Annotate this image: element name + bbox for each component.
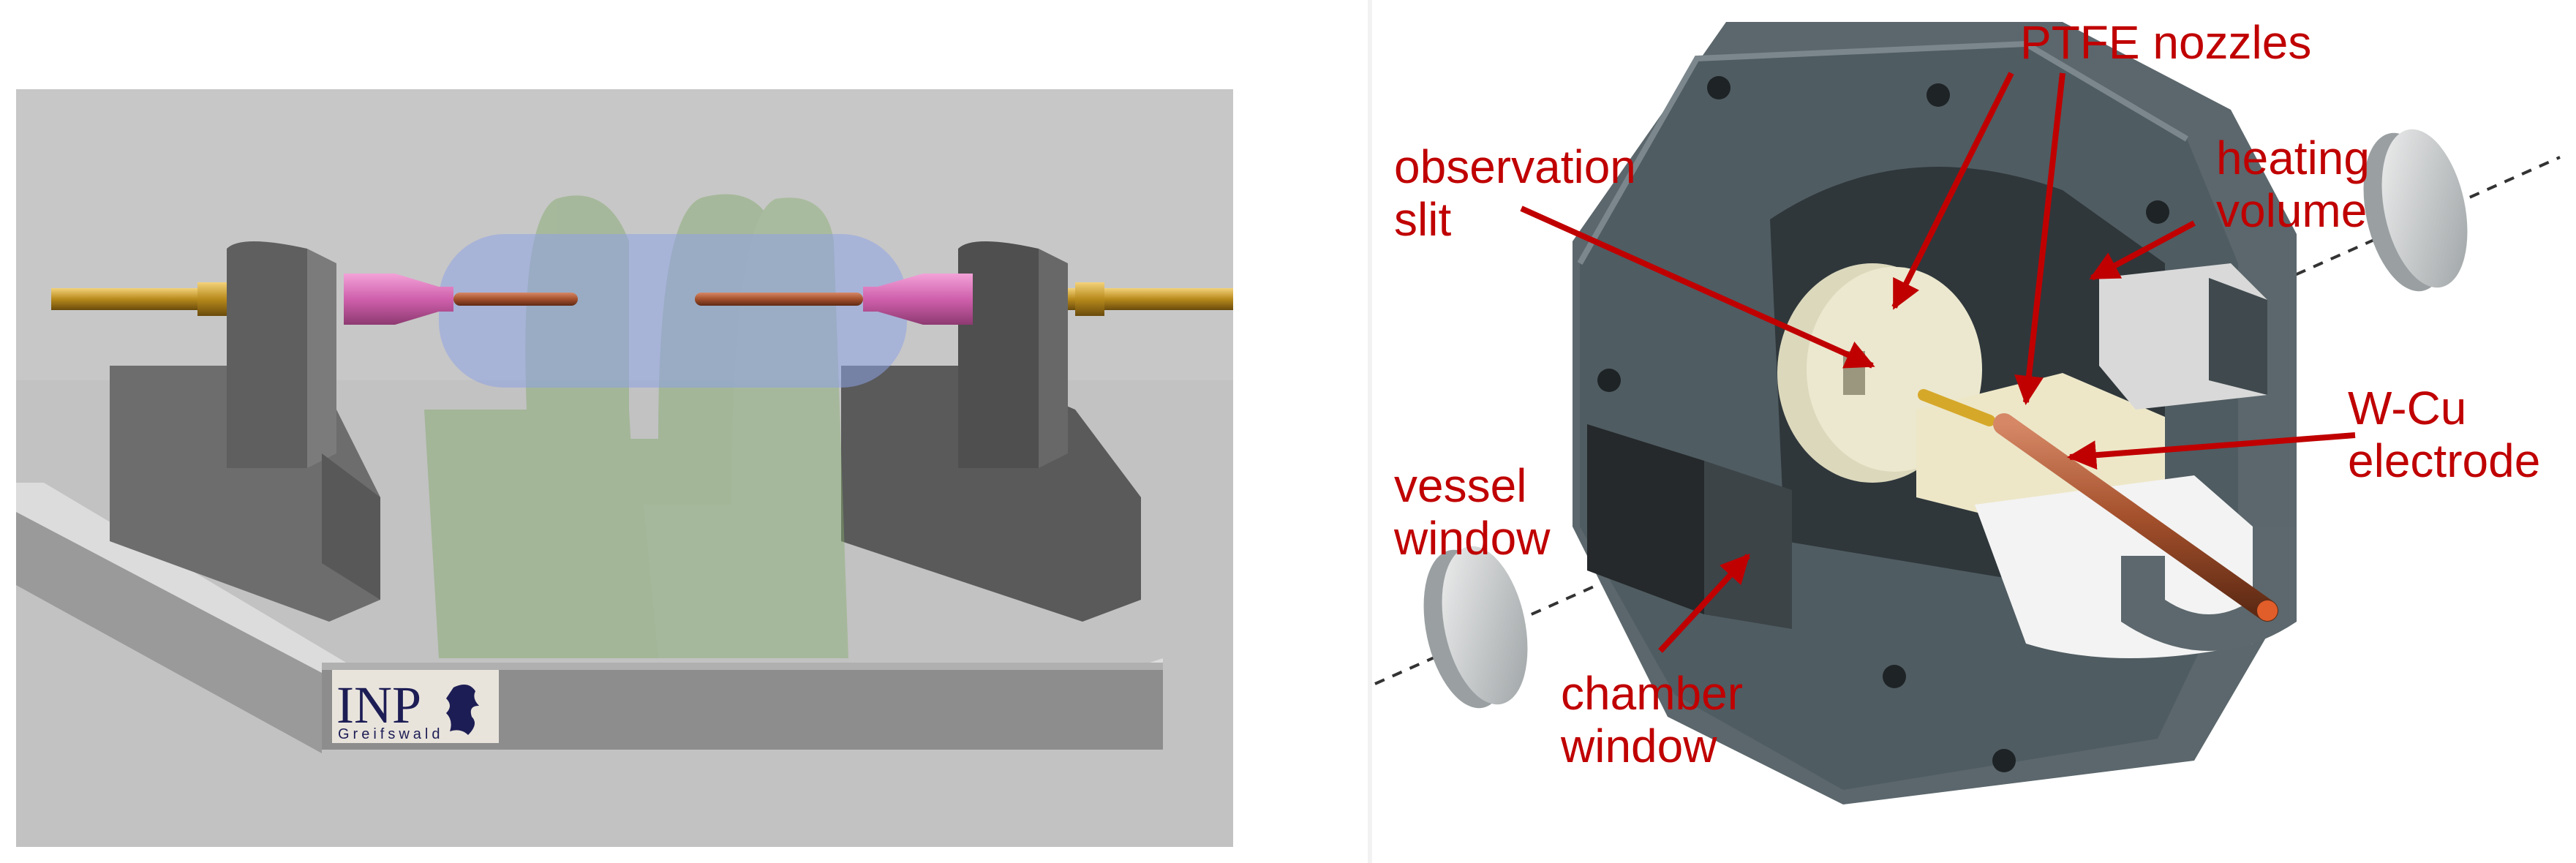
right-diagram	[1374, 22, 2561, 804]
label-wcu-electrode: W-Cu electrode	[2348, 382, 2541, 487]
right-bracket	[2121, 527, 2297, 651]
base-rail-side	[16, 512, 322, 753]
arrow-observation	[1520, 206, 1875, 369]
left-pink-adapter	[344, 274, 453, 325]
heating-volume-shadow	[2209, 278, 2267, 395]
left-render: INP Greifswald	[16, 89, 1233, 847]
label-ptfe-nozzles: PTFE nozzles	[2020, 16, 2312, 69]
arrow-heating	[2089, 220, 2196, 281]
arrow-wcu	[2067, 432, 2356, 470]
arrow-chamber	[1658, 554, 1750, 653]
right-thread	[1075, 282, 1104, 316]
label-vessel-window: vessel window	[1394, 459, 1551, 565]
gold-pin	[1918, 389, 1995, 426]
electrode-tip	[2257, 600, 2278, 621]
left-electrode	[453, 293, 578, 306]
panel-divider	[1368, 0, 1372, 863]
left-support	[110, 241, 380, 622]
base-rail-front-top	[322, 663, 1163, 670]
logo-main: INP	[336, 676, 421, 734]
chamber-window-recess	[1587, 424, 1704, 614]
label-heating-volume: heating volume	[2216, 132, 2370, 237]
label-chamber-window: chamber window	[1561, 667, 1743, 772]
arrow-ptfe-2	[2014, 72, 2065, 405]
right-pink-adapter	[863, 274, 973, 325]
callout-arrows	[1520, 72, 2356, 653]
vessel-window-left	[1423, 546, 1528, 709]
housing-edge	[1577, 40, 2189, 265]
blue-tube	[439, 234, 907, 388]
left-rod	[51, 288, 219, 310]
vessel-window-right	[2363, 129, 2468, 292]
right-electrode	[695, 293, 863, 306]
griffin-emblem-icon	[446, 685, 479, 735]
chamber-window-inner	[1704, 461, 1792, 629]
right-support	[841, 241, 1141, 622]
arrow-ptfe-1	[1891, 72, 2014, 310]
wcu-electrode	[1993, 413, 2278, 622]
logo-sub: Greifswald	[338, 726, 443, 742]
inp-logo: INP Greifswald	[332, 670, 499, 743]
label-observation-slit: observation slit	[1394, 140, 1636, 246]
